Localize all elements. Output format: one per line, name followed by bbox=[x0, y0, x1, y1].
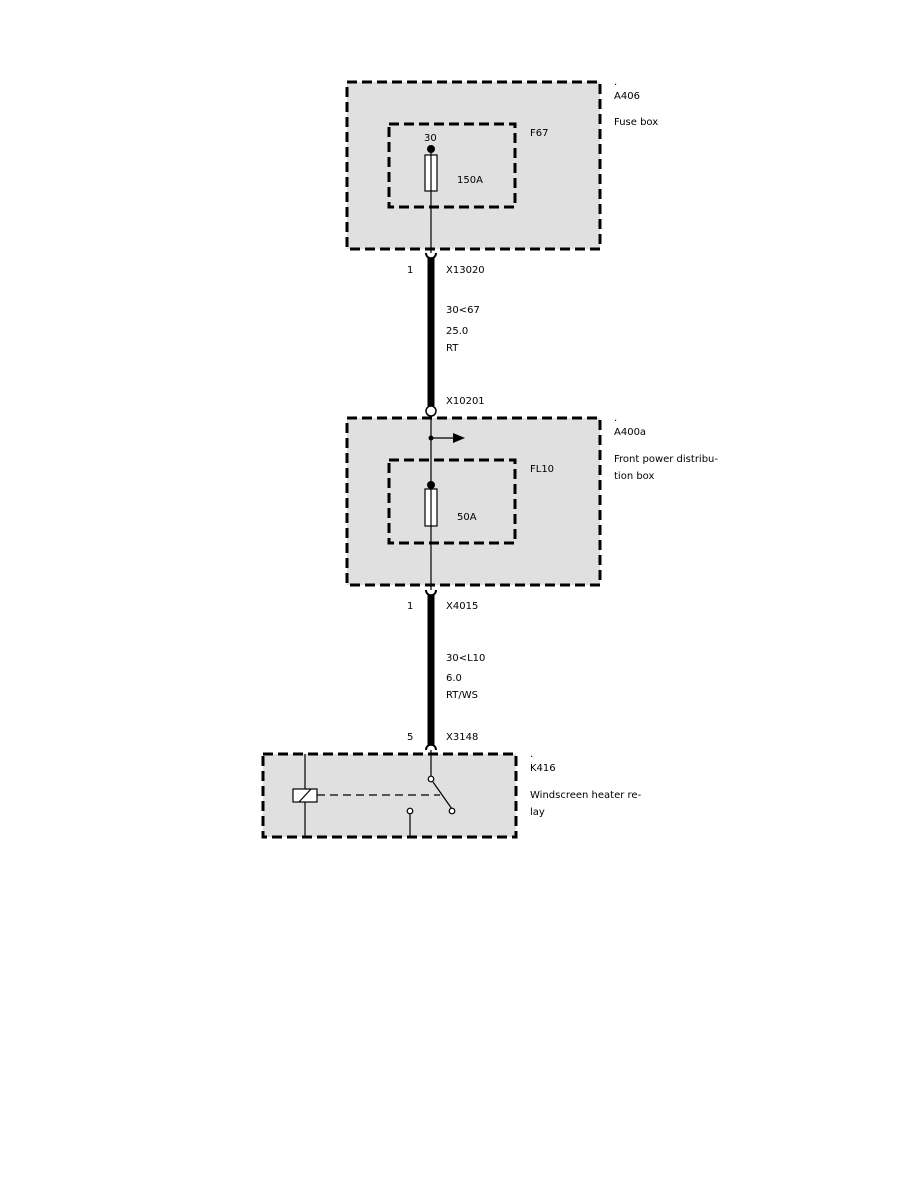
fuse-fl10-rating: 50A bbox=[457, 512, 477, 523]
fuse-box-a406-outline bbox=[345, 80, 602, 251]
fuse-f67-terminal: 30 bbox=[424, 133, 437, 144]
a406-name: Fuse box bbox=[614, 117, 658, 128]
connector-x3148-label: X3148 bbox=[446, 732, 478, 743]
distribution-box-a400a-outline bbox=[345, 416, 602, 587]
k416-name-line1: Windscreen heater re- bbox=[530, 790, 642, 801]
wire-30-67-size: 25.0 bbox=[446, 326, 468, 337]
a400a-name-line1: Front power distribu- bbox=[614, 454, 718, 465]
a400a-id: A400a bbox=[614, 427, 646, 438]
relay-no-contact bbox=[448, 807, 456, 815]
fuse-fl10-terminal-dot bbox=[427, 481, 435, 489]
a406-id: A406 bbox=[614, 91, 640, 102]
wire-30-l10: 1 X4015 30<L10 6.0 RT/WS 5 X3148 bbox=[407, 589, 485, 751]
a400a-name-line2: tion box bbox=[614, 471, 654, 482]
wire-30-67-circuit: 30<67 bbox=[446, 305, 480, 316]
k416-name-line2: lay bbox=[530, 807, 545, 818]
fuse-f67-outline bbox=[387, 122, 517, 209]
relay-common-contact bbox=[427, 775, 435, 783]
wire-30-l10-color: RT/WS bbox=[446, 690, 478, 701]
relay-k416: . K416 Windscreen heater re- lay bbox=[261, 749, 642, 839]
fuse-fl10-id: FL10 bbox=[530, 464, 554, 475]
relay-nc-contact bbox=[406, 807, 414, 815]
wire-30-l10-size: 6.0 bbox=[446, 673, 462, 684]
relay-switch-arm bbox=[432, 781, 453, 810]
wire-30-l10-pin: 1 bbox=[407, 601, 413, 612]
connector-x13020-label: X13020 bbox=[446, 265, 485, 276]
wire-30-67: 1 X13020 30<67 25.0 RT X10201 bbox=[407, 252, 485, 417]
distribution-box-a400a: 50A FL10 . A400a Front power distribu- t… bbox=[345, 413, 718, 590]
connector-x10201-symbol bbox=[425, 405, 437, 417]
wire-30-67-color: RT bbox=[446, 343, 459, 354]
k416-dot: . bbox=[530, 749, 533, 760]
connector-x3148-symbol bbox=[425, 743, 437, 751]
fuse-box-a406: 30 150A F67 . A406 Fuse box bbox=[345, 77, 658, 253]
k416-id: K416 bbox=[530, 763, 556, 774]
fuse-f67-id: F67 bbox=[530, 128, 548, 139]
connector-x3148-pin: 5 bbox=[407, 732, 413, 743]
wire-30-67-pin: 1 bbox=[407, 265, 413, 276]
wire-30-l10-circuit: 30<L10 bbox=[446, 653, 485, 664]
a406-dot: . bbox=[614, 77, 617, 88]
a400a-dot: . bbox=[614, 413, 617, 424]
fuse-f67-rating: 150A bbox=[457, 175, 483, 186]
connector-x4015-label: X4015 bbox=[446, 601, 478, 612]
connector-x4015-symbol bbox=[425, 589, 437, 597]
connector-x13020-symbol bbox=[425, 252, 437, 260]
arrow-right-icon bbox=[453, 433, 465, 443]
connector-x10201-label: X10201 bbox=[446, 396, 485, 407]
fuse-fl10-outline bbox=[387, 458, 517, 545]
